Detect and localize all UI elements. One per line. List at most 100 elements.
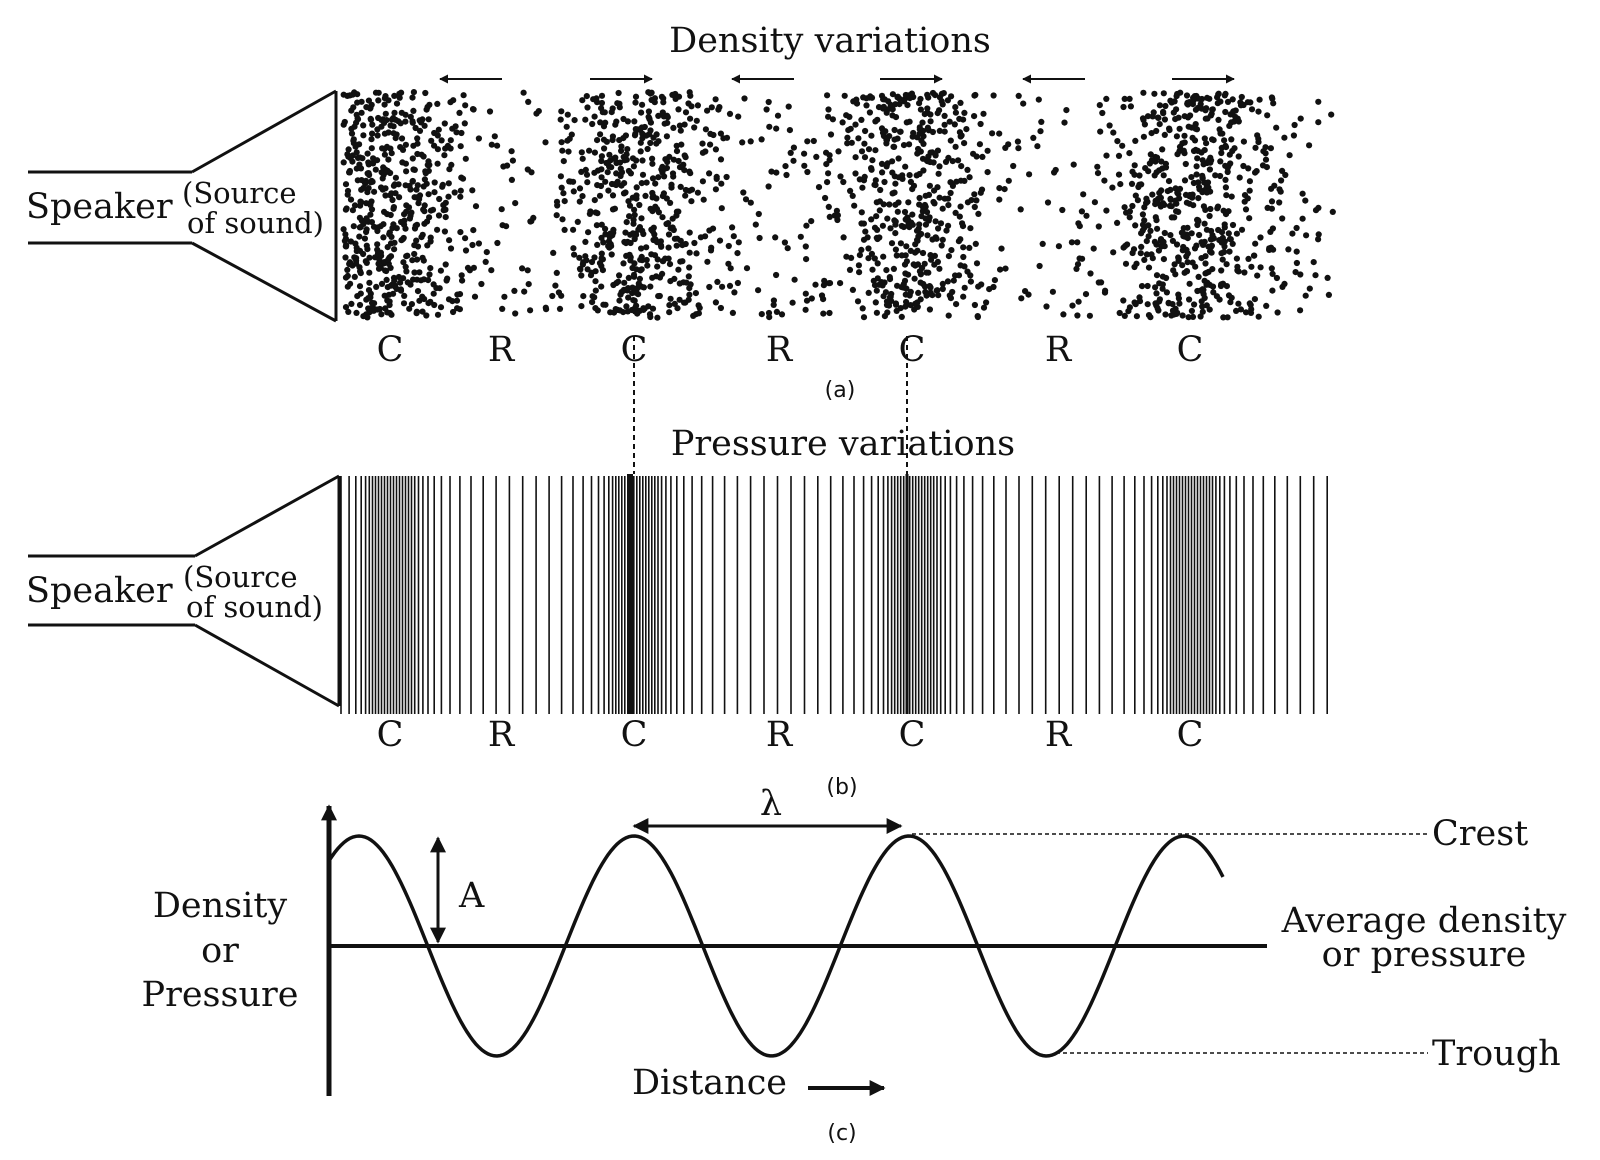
crest-label: Crest (1432, 814, 1528, 854)
particle-dot (934, 184, 941, 191)
particle-dot (935, 170, 942, 177)
particle-dot (681, 121, 688, 128)
particle-dot (709, 225, 717, 232)
particle-dot (643, 244, 650, 251)
particle-dot (558, 184, 565, 191)
particle-dot (570, 178, 577, 185)
particle-dot (1208, 227, 1215, 235)
particle-dot (915, 233, 922, 240)
particle-dot (960, 293, 967, 300)
particle-dot (968, 197, 975, 204)
particle-dot (590, 96, 597, 103)
particle-dot (600, 301, 607, 308)
particle-dot (1095, 223, 1102, 230)
particle-dot (1149, 255, 1156, 262)
particle-dot (632, 126, 639, 133)
particle-dot (434, 132, 441, 139)
particle-dot (974, 313, 982, 321)
particle-dot (1276, 199, 1283, 206)
particle-dot (858, 209, 865, 216)
particle-dot (681, 152, 688, 159)
particle-dot (752, 221, 759, 228)
particle-dot (938, 242, 945, 249)
particle-dot (923, 292, 930, 299)
particle-dot (1141, 121, 1148, 128)
particle-dot (861, 140, 868, 147)
region-labels-a: C R C R C R C (377, 330, 1204, 370)
particle-dot (391, 239, 398, 246)
particle-dot (865, 289, 872, 296)
particle-dot (977, 120, 984, 128)
particle-dot (620, 260, 627, 267)
particle-dot (363, 242, 370, 249)
particle-dot (861, 154, 869, 161)
particle-dot (409, 94, 416, 101)
particle-dot (996, 130, 1003, 137)
particle-dot (1186, 296, 1193, 303)
particle-dot (1095, 279, 1102, 286)
particle-dot (605, 243, 612, 250)
particle-dot (390, 221, 397, 228)
particle-dot (346, 92, 353, 99)
particle-dot (887, 225, 894, 232)
particle-dot (1199, 157, 1206, 164)
particle-dot (1302, 197, 1309, 204)
particle-dot (1233, 230, 1240, 237)
region-label: R (1045, 330, 1073, 370)
particle-dot (373, 283, 380, 290)
particle-dot (498, 206, 505, 213)
particle-dot (469, 187, 476, 194)
particle-dot (549, 292, 556, 300)
pressure-lines (340, 476, 1328, 714)
particle-dot (1097, 128, 1104, 135)
particle-dot (729, 309, 737, 316)
particle-dot (916, 170, 923, 178)
particle-dot (979, 153, 986, 160)
particle-dot (1044, 199, 1052, 206)
particle-dot (919, 203, 927, 211)
particle-dot (425, 191, 432, 198)
particle-dot (941, 128, 948, 135)
particle-dot (629, 155, 637, 162)
particle-dot (1149, 191, 1156, 198)
particle-dot (385, 129, 392, 136)
particle-dot (626, 251, 633, 258)
particle-dot (1173, 241, 1181, 248)
particle-dot (855, 135, 862, 142)
particle-dot (894, 208, 901, 215)
average-label-line1: Average density (1281, 901, 1567, 941)
particle-dot (893, 252, 900, 259)
particle-dot (826, 280, 834, 287)
particle-dot (884, 309, 891, 316)
particle-dot (1241, 269, 1248, 276)
particle-dot (369, 130, 376, 137)
particle-dot (901, 98, 908, 105)
particle-dot (773, 308, 781, 315)
particle-dot (453, 297, 461, 304)
particle-dot (848, 254, 855, 261)
particle-dot (358, 186, 365, 193)
particle-dot (1252, 240, 1259, 247)
particle-dot (1173, 133, 1180, 140)
particle-dot (808, 295, 815, 302)
particle-dot (941, 112, 948, 119)
particle-dot (414, 140, 421, 147)
particle-dot (379, 175, 386, 182)
particle-dot (666, 302, 673, 309)
particle-dot (998, 245, 1005, 252)
particle-dot (1195, 195, 1202, 202)
particle-dot (914, 261, 922, 268)
particle-dot (873, 309, 881, 316)
particle-dot (420, 257, 427, 264)
particle-dot (625, 198, 632, 205)
particle-dot (1169, 237, 1176, 244)
particle-dot (627, 170, 635, 177)
particle-dot (1167, 196, 1174, 203)
particle-dot (868, 165, 875, 172)
particle-dot (932, 218, 939, 225)
region-label: R (488, 330, 516, 370)
particle-dot (1184, 259, 1191, 266)
particle-dot (1297, 115, 1304, 122)
particle-dot (598, 283, 605, 290)
particle-dot (387, 264, 394, 271)
